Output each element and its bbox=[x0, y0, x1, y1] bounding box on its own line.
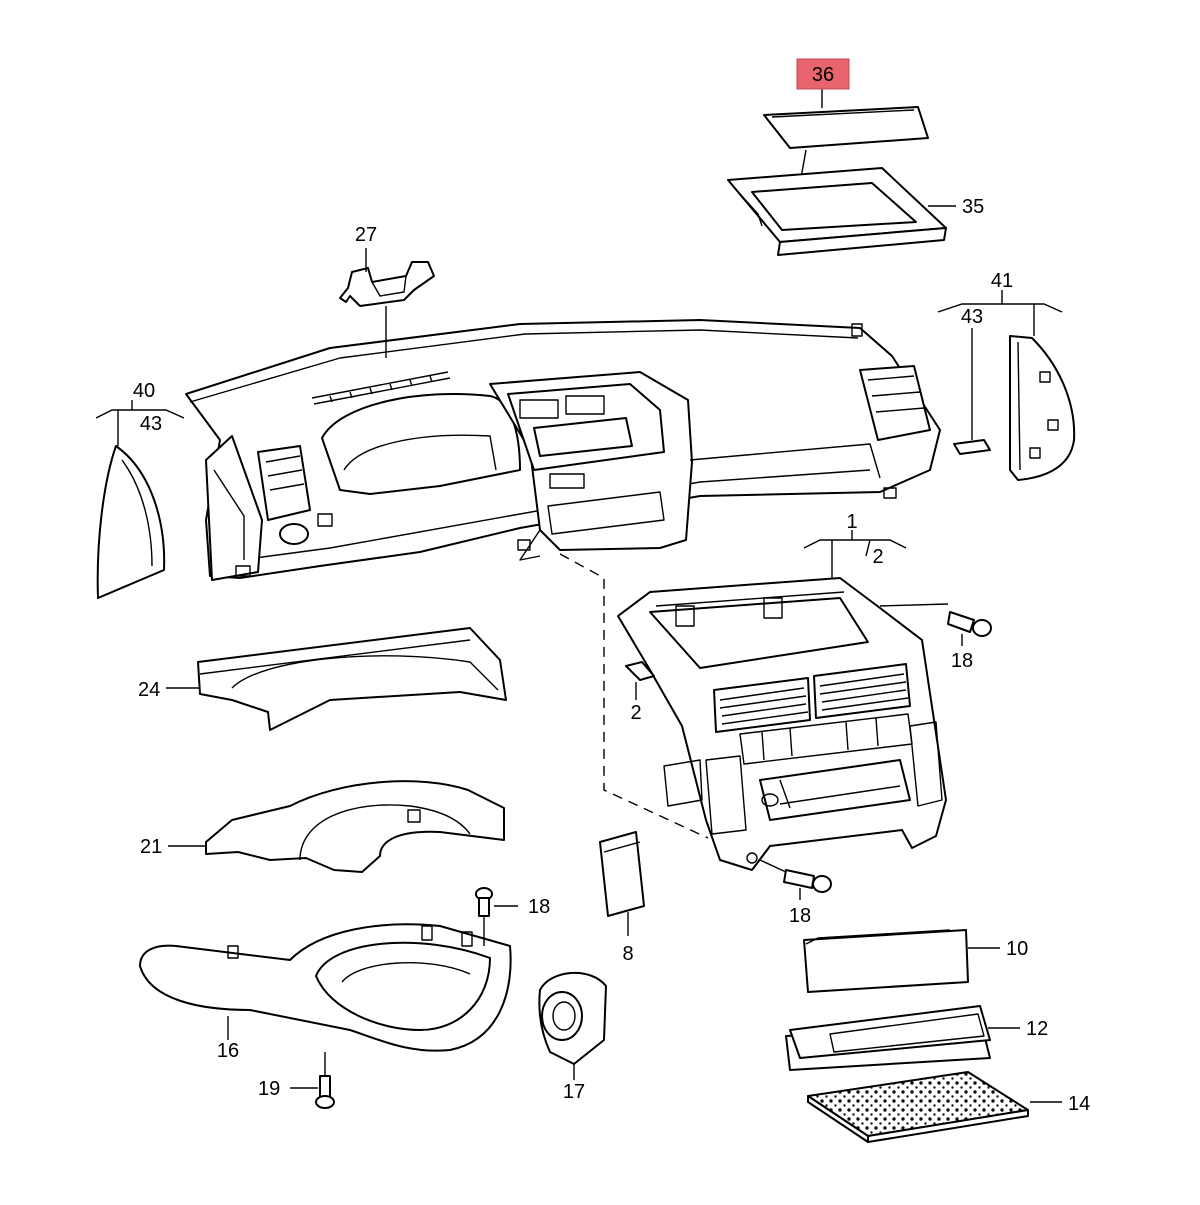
label-2-vent: 2 bbox=[630, 702, 641, 724]
label-12: 12 bbox=[1026, 1018, 1048, 1040]
screw-18-lower: 18 bbox=[759, 859, 832, 927]
part-14-mat: 14 bbox=[807, 1071, 1090, 1143]
label-27: 27 bbox=[355, 224, 377, 246]
label-18-lower: 18 bbox=[789, 905, 811, 927]
part-40-left-end-cover: 40 43 bbox=[95, 380, 185, 599]
label-43-right: 43 bbox=[961, 306, 983, 328]
part-12-storage-tray: 12 bbox=[785, 1005, 1048, 1071]
part-10-cover: 10 bbox=[803, 929, 1028, 993]
screw-19: 19 bbox=[258, 1052, 335, 1109]
label-43-left: 43 bbox=[140, 413, 162, 435]
part-35-tray-frame: 35 bbox=[727, 167, 984, 256]
part-24-upper-trim: 24 bbox=[138, 627, 507, 731]
label-10: 10 bbox=[1006, 938, 1028, 960]
label-14: 14 bbox=[1068, 1093, 1090, 1115]
screw-18-upper: 18 bbox=[879, 603, 992, 672]
dashboard-panel bbox=[185, 319, 941, 581]
part-21-column-trim: 21 bbox=[140, 780, 505, 873]
label-16: 16 bbox=[217, 1040, 239, 1062]
part-2-clip: 2 bbox=[625, 661, 655, 724]
label-40: 40 bbox=[133, 380, 155, 402]
label-21: 21 bbox=[140, 836, 162, 858]
part-8-blanking-plate: 8 bbox=[599, 831, 645, 965]
label-19: 19 bbox=[258, 1078, 280, 1100]
label-17: 17 bbox=[563, 1081, 585, 1103]
screw-18-left: 18 bbox=[475, 887, 550, 946]
part-17-switch-housing: 17 bbox=[538, 972, 607, 1103]
label-1: 1 bbox=[846, 511, 857, 533]
label-24: 24 bbox=[138, 679, 160, 701]
label-36-highlight: 36 bbox=[796, 58, 850, 90]
label-2-top: 2 bbox=[872, 546, 883, 568]
label-36: 36 bbox=[812, 64, 834, 86]
label-35: 35 bbox=[962, 196, 984, 218]
part-41-right-end-cover: 41 43 bbox=[937, 270, 1076, 481]
label-41: 41 bbox=[991, 270, 1013, 292]
part-16-steering-column-cover: 16 bbox=[139, 923, 512, 1062]
part-27-bracket: 27 bbox=[339, 224, 435, 358]
label-18-left: 18 bbox=[528, 896, 550, 918]
label-18-upper: 18 bbox=[951, 650, 973, 672]
part-1-center-console: 1 2 bbox=[617, 511, 947, 871]
label-8: 8 bbox=[622, 943, 633, 965]
